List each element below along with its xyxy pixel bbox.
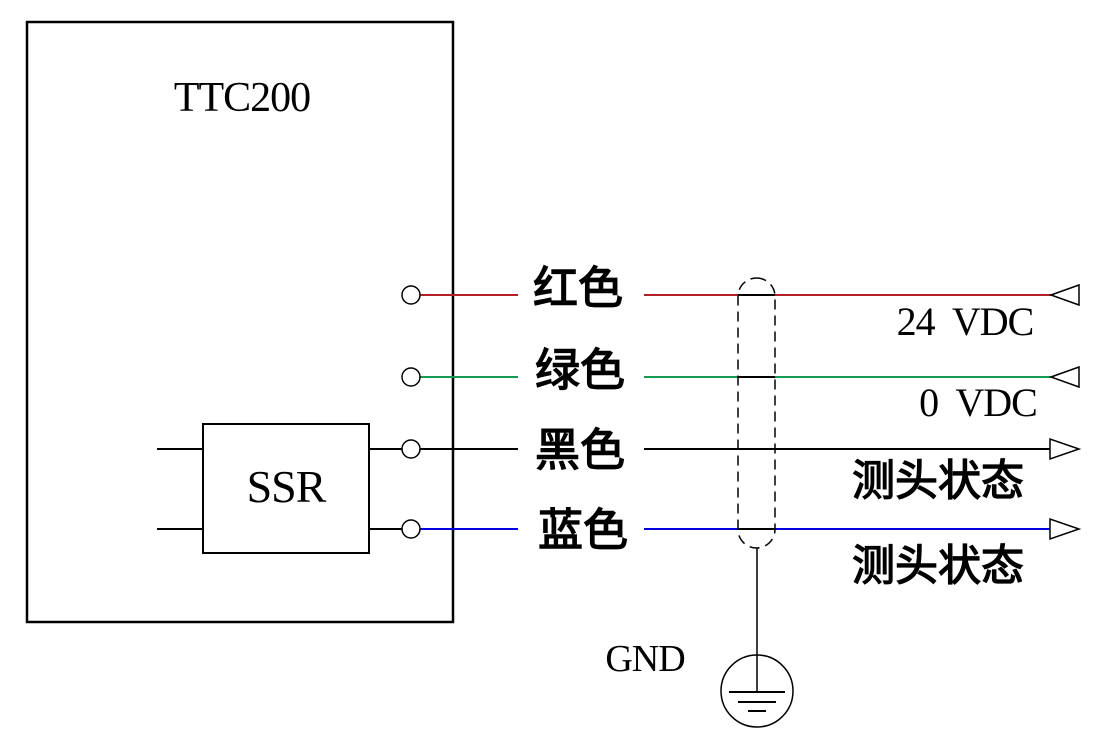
ssr-input-stubs <box>157 448 203 530</box>
terminal-circle-icon <box>401 439 421 459</box>
device-title: TTC200 <box>173 75 311 121</box>
ssr-label: SSR <box>246 461 327 512</box>
ground-circle <box>720 654 794 728</box>
red-wire <box>420 283 1080 307</box>
ssr-output-stubs <box>369 448 402 530</box>
input-arrow-icon <box>1048 365 1080 389</box>
ssr-box <box>202 423 370 554</box>
blue-wire <box>420 517 1082 541</box>
terminal-circle-icon <box>401 285 421 305</box>
black-wire <box>420 437 1082 461</box>
output-arrow-icon <box>1049 517 1082 541</box>
wire-label-green: 绿色 <box>534 343 626 397</box>
earth-ground-icon <box>720 654 794 728</box>
wire-label-red: 红色 <box>532 261 624 315</box>
output-arrow-icon <box>1049 437 1082 461</box>
input-arrow-icon <box>1048 283 1080 307</box>
signal-label-probe-status-1: 测头状态 <box>852 456 1024 507</box>
cable-shield-icon <box>737 277 776 549</box>
wire-label-black: 黑色 <box>534 423 626 477</box>
signal-label-probe-status-2: 测头状态 <box>852 541 1024 592</box>
terminal-circle-icon <box>401 519 421 539</box>
ttc200-enclosure-box <box>25 20 455 624</box>
terminal-circles <box>401 285 421 539</box>
terminal-circle-icon <box>401 367 421 387</box>
ground-label: GND <box>605 638 685 680</box>
wire-label-blue: 蓝色 <box>537 503 629 557</box>
green-wire <box>420 365 1080 389</box>
signal-label-24vdc: 24 VDC <box>896 299 1035 344</box>
signal-label-0vdc: 0 VDC <box>919 380 1038 425</box>
